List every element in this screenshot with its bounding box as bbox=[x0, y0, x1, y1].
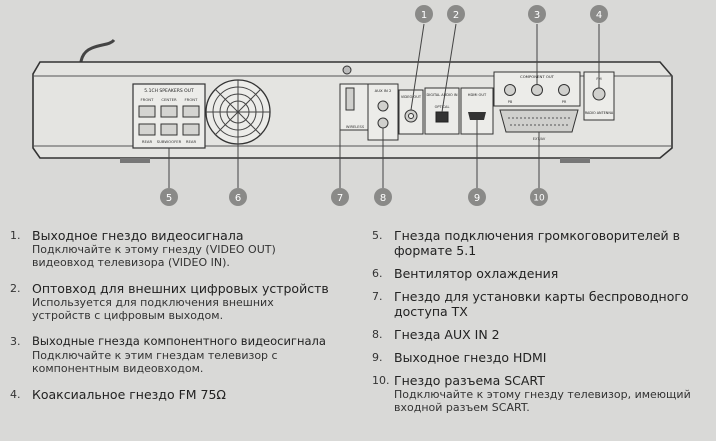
legend-title: Коаксиальное гнездо FM 75Ω bbox=[32, 387, 226, 402]
svg-text:10: 10 bbox=[533, 194, 545, 204]
rear-l-label: REAR bbox=[142, 139, 153, 144]
legend-item-4: 4. Коаксиальное гнездо FM 75Ω bbox=[10, 387, 360, 402]
digital-audio-in-label: DIGITAL AUDIO IN bbox=[427, 93, 458, 97]
callout-leaders bbox=[168, 23, 600, 188]
callout-4: 4 bbox=[590, 5, 608, 23]
speakers-out-panel: 5.1CH SPEAKERS OUT FRONT CENTER FRONT RE… bbox=[132, 83, 206, 149]
rear-r-label: REAR bbox=[186, 139, 197, 144]
callout-8: 8 bbox=[374, 188, 392, 206]
legend-desc: видеовход телевизора (VIDEO IN). bbox=[32, 256, 230, 269]
svg-text:9: 9 bbox=[474, 193, 480, 204]
legend-desc: входной разъем SCART. bbox=[394, 401, 530, 414]
legend-num: 7. bbox=[372, 290, 383, 303]
callout-10: 10 bbox=[530, 188, 548, 206]
legend-num: 3. bbox=[10, 335, 21, 348]
legend-desc: компонентным видеовходом. bbox=[32, 362, 204, 375]
legend-item-7: 7. Гнездо для установки карты беспроводн… bbox=[372, 289, 712, 319]
callout-1: 1 bbox=[415, 5, 433, 23]
svg-text:3: 3 bbox=[534, 10, 540, 21]
legend-title: Выходное гнездо видеосигнала bbox=[32, 228, 244, 243]
legend-item-1: 1. Выходное гнездо видеосигнала Подключа… bbox=[10, 228, 360, 269]
legend-num: 9. bbox=[372, 351, 383, 364]
pb-label: PB bbox=[508, 100, 513, 104]
legend-desc: Используется для подключения внешних bbox=[32, 296, 274, 309]
legend-item-2: 2. Оптовход для внешних цифровых устройс… bbox=[10, 281, 360, 322]
aux-in2-label: AUX IN 2 bbox=[375, 88, 392, 93]
legend-desc: Подключайте к этому гнезду телевизор, им… bbox=[394, 388, 691, 401]
legend-num: 1. bbox=[10, 229, 21, 242]
callout-3: 3 bbox=[528, 5, 546, 23]
legend-title: Гнезда подключения громкоговорителей в bbox=[394, 228, 680, 243]
callout-2: 2 bbox=[447, 5, 465, 23]
subwoofer-label: SUBWOOFER bbox=[157, 139, 182, 144]
svg-text:5: 5 bbox=[166, 193, 172, 204]
center-label: CENTER bbox=[161, 97, 177, 102]
hdmi-out-label: HDMI OUT bbox=[468, 93, 487, 97]
callout-5: 5 bbox=[160, 188, 178, 206]
video-out-label: VIDEO OUT bbox=[401, 95, 422, 99]
screw bbox=[342, 65, 352, 75]
legend-desc: Подключайте к этим гнездам телевизор с bbox=[32, 349, 278, 362]
legend-desc: устройств с цифровым выходом. bbox=[32, 309, 224, 322]
callout-7: 7 bbox=[331, 188, 349, 206]
legend-num: 5. bbox=[372, 229, 383, 242]
svg-text:4: 4 bbox=[596, 10, 602, 21]
legend-title: доступа TX bbox=[394, 304, 468, 319]
rear-panel-diagram: 5.1CH SPEAKERS OUT FRONT CENTER FRONT RE… bbox=[32, 5, 673, 206]
legend-num: 10. bbox=[372, 374, 390, 387]
legend-title: Гнезда AUX IN 2 bbox=[394, 327, 500, 342]
legend-num: 6. bbox=[372, 267, 383, 280]
legend-num: 4. bbox=[10, 388, 21, 401]
front-r-label: FRONT bbox=[141, 97, 155, 102]
legend-item-6: 6. Вентилятор охлаждения bbox=[372, 266, 712, 281]
legend-title: Вентилятор охлаждения bbox=[394, 266, 559, 281]
legend-left: 1. Выходное гнездо видеосигнала Подключа… bbox=[10, 228, 360, 402]
video-out-panel: VIDEO OUT bbox=[398, 89, 424, 135]
legend-item-5: 5. Гнезда подключения громкоговорителей … bbox=[372, 228, 712, 258]
front-l-label: FRONT bbox=[185, 97, 199, 102]
legend-right: 5. Гнезда подключения громкоговорителей … bbox=[372, 228, 712, 414]
legend-title: Оптовход для внешних цифровых устройств bbox=[32, 281, 329, 296]
svg-text:2: 2 bbox=[453, 10, 459, 21]
legend-num: 8. bbox=[372, 328, 383, 341]
legend-title: Выходное гнездо HDMI bbox=[394, 350, 547, 365]
svg-text:8: 8 bbox=[380, 193, 386, 204]
pr-label: PR bbox=[562, 100, 567, 104]
wireless-label: WIRELESS bbox=[346, 125, 365, 129]
legend-desc: Подключайте к этому гнезду (VIDEO OUT) bbox=[32, 243, 276, 256]
cooling-fan bbox=[205, 79, 271, 145]
legend-title: формате 5.1 bbox=[394, 243, 477, 258]
legend-title: Гнездо разъема SCART bbox=[394, 373, 545, 388]
callout-6: 6 bbox=[229, 188, 247, 206]
legend-item-10: 10. Гнездо разъема SCART Подключайте к э… bbox=[372, 373, 712, 414]
legend-item-3: 3. Выходные гнезда компонентного видеоси… bbox=[10, 334, 360, 375]
legend-title: Выходные гнезда компонентного видеосигна… bbox=[32, 334, 326, 348]
speakers-out-label: 5.1CH SPEAKERS OUT bbox=[144, 88, 194, 94]
svg-text:7: 7 bbox=[337, 193, 343, 204]
legend-num: 2. bbox=[10, 282, 21, 295]
callout-9: 9 bbox=[468, 188, 486, 206]
legend-item-9: 9. Выходное гнездо HDMI bbox=[372, 350, 712, 365]
svg-text:6: 6 bbox=[235, 193, 241, 204]
legend-item-8: 8. Гнезда AUX IN 2 bbox=[372, 327, 712, 342]
optical-label: OPTICAL bbox=[435, 105, 450, 109]
radio-antenna-label: RADIO ANTENNA bbox=[585, 111, 614, 115]
svg-text:1: 1 bbox=[421, 10, 427, 21]
wireless-slot: WIRELESS bbox=[339, 83, 369, 131]
legend-title: Гнездо для установки карты беспроводного bbox=[394, 289, 689, 304]
